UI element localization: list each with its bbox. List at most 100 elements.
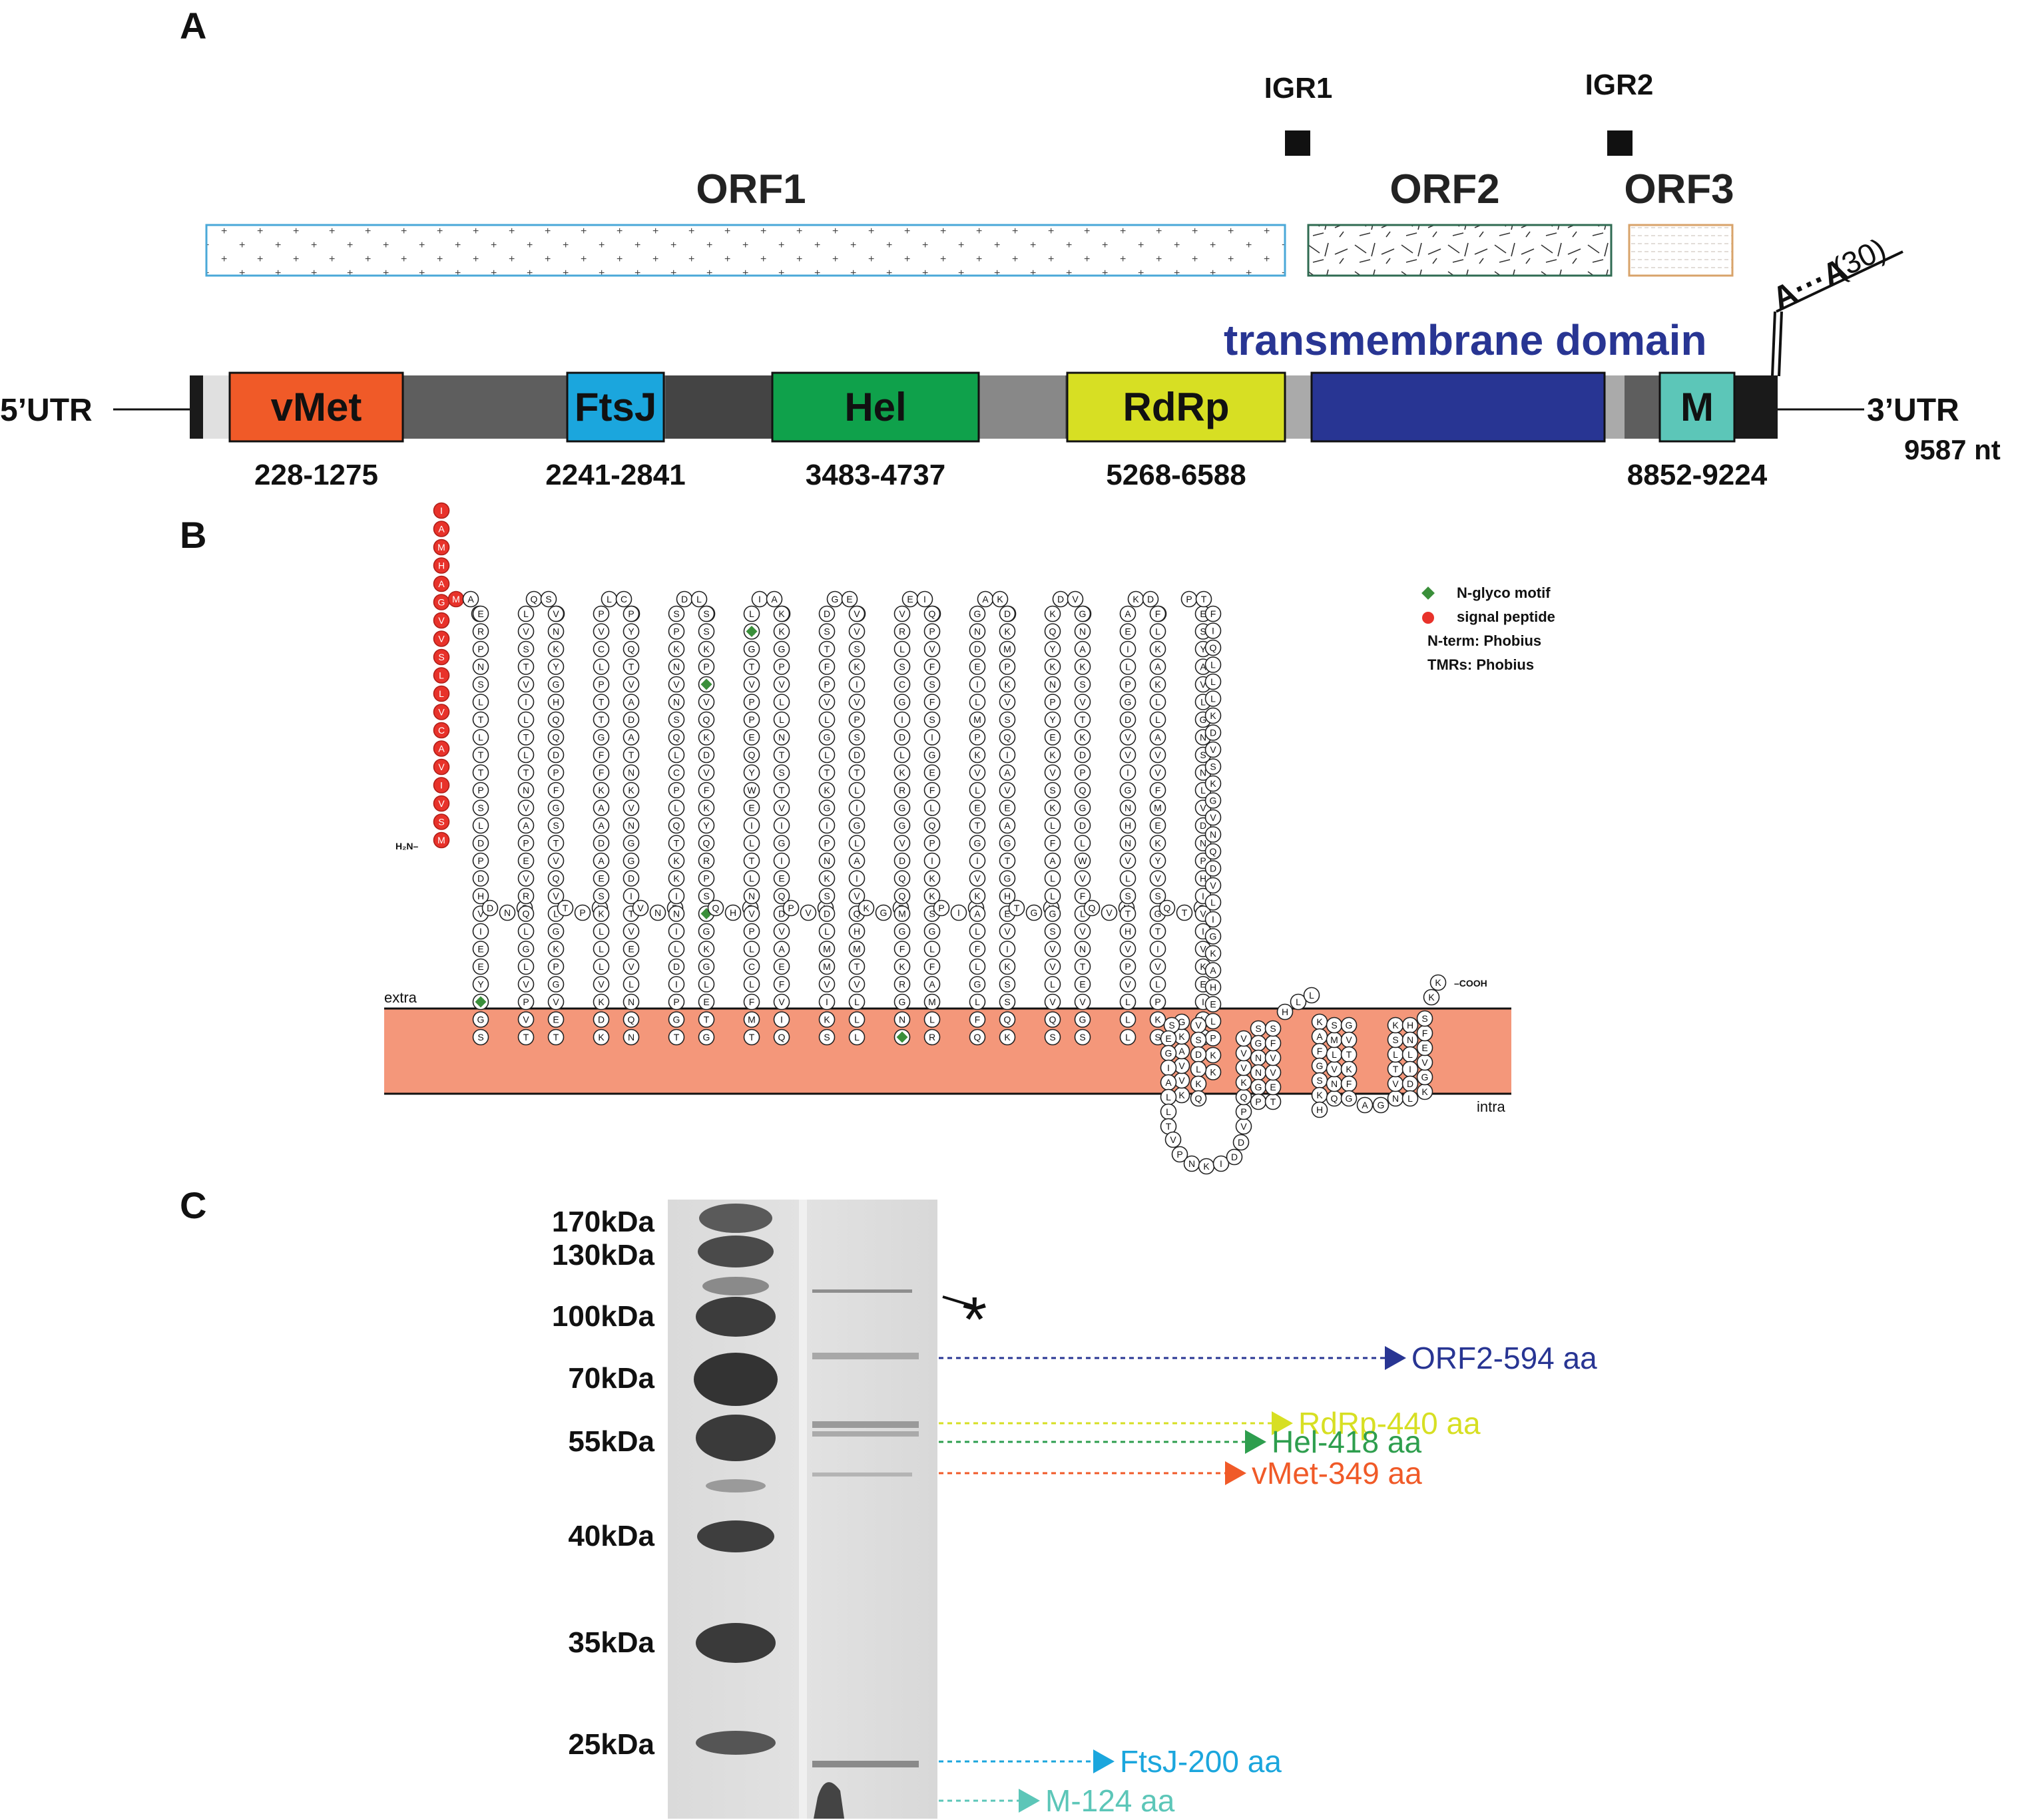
residue: Q xyxy=(698,711,715,728)
residue: S xyxy=(848,729,866,746)
residue: G xyxy=(517,941,535,957)
residue: V xyxy=(1074,993,1091,1011)
residue: R xyxy=(517,887,535,905)
svg-text:H: H xyxy=(1282,1007,1288,1017)
asterisk: * xyxy=(962,1284,987,1355)
svg-text:K: K xyxy=(673,855,680,866)
svg-text:V: V xyxy=(1200,803,1206,813)
svg-text:Q: Q xyxy=(1210,642,1217,653)
svg-text:L: L xyxy=(1155,626,1160,637)
residue: G xyxy=(1074,605,1091,622)
gel-image xyxy=(668,1200,937,1819)
residue: L xyxy=(969,923,986,940)
residue: N xyxy=(1401,1031,1419,1048)
svg-text:S: S xyxy=(438,652,444,662)
residue: A xyxy=(766,590,783,608)
residue: A xyxy=(999,764,1016,781)
svg-text:D: D xyxy=(1407,1078,1413,1089)
residue: A xyxy=(462,590,479,608)
residue: Y xyxy=(472,976,489,993)
residue: V xyxy=(848,976,866,993)
svg-text:V: V xyxy=(778,997,785,1007)
residue: K xyxy=(923,870,941,887)
residue: K xyxy=(1149,1011,1166,1028)
residue: L xyxy=(1204,673,1222,690)
residue: L xyxy=(1044,976,1061,993)
n-glyco-diamond-icon xyxy=(700,678,712,690)
svg-text:D: D xyxy=(778,909,785,919)
residue: T xyxy=(593,694,610,710)
residue: L xyxy=(1204,1013,1222,1030)
svg-text:D: D xyxy=(1147,594,1154,604)
svg-text:K: K xyxy=(1240,1077,1247,1088)
band-label: ORF2-594 aa xyxy=(1411,1341,1597,1375)
residue: L xyxy=(743,941,760,957)
svg-text:F: F xyxy=(1050,838,1056,849)
residue: P xyxy=(698,870,715,887)
residue: S xyxy=(1044,782,1061,799)
residue: K xyxy=(1423,989,1440,1006)
marker-label: 40kDa xyxy=(568,1520,654,1552)
svg-text:N: N xyxy=(523,785,529,796)
svg-text:L: L xyxy=(929,944,935,955)
svg-text:L: L xyxy=(1210,676,1216,687)
svg-text:L: L xyxy=(1050,891,1055,901)
svg-text:L: L xyxy=(1050,873,1055,884)
residue: E xyxy=(901,590,919,608)
residue: A xyxy=(969,905,986,922)
residue: K xyxy=(698,941,715,957)
svg-text:L: L xyxy=(1125,997,1131,1007)
svg-text:L: L xyxy=(854,785,860,796)
residue: V xyxy=(1416,1054,1433,1071)
svg-text:S: S xyxy=(1049,785,1055,796)
svg-text:P: P xyxy=(673,626,679,637)
residue: T xyxy=(547,835,565,851)
residue: L xyxy=(1119,1028,1136,1046)
residue: K xyxy=(1198,1158,1215,1175)
svg-text:V: V xyxy=(438,798,445,809)
residue: K xyxy=(991,590,1009,608)
residue: K xyxy=(848,658,866,675)
svg-text:V: V xyxy=(1125,855,1131,866)
residue: Q xyxy=(668,729,685,746)
residue: Q xyxy=(893,887,911,905)
residue: R xyxy=(893,976,911,993)
svg-text:L: L xyxy=(749,944,754,955)
svg-text:E: E xyxy=(974,803,980,813)
svg-text:V: V xyxy=(1079,873,1086,884)
svg-text:V: V xyxy=(1049,961,1056,972)
residue: L xyxy=(668,941,685,957)
svg-text:H: H xyxy=(1210,982,1216,993)
svg-text:L: L xyxy=(779,714,784,725)
residue: V xyxy=(1119,941,1136,957)
svg-text:F: F xyxy=(704,785,710,796)
svg-text:H: H xyxy=(553,697,559,708)
residue: C xyxy=(743,958,760,975)
svg-text:T: T xyxy=(553,1032,559,1042)
residue: C xyxy=(593,640,610,658)
svg-text:N: N xyxy=(628,820,634,831)
residue: T xyxy=(517,658,535,675)
svg-text:V: V xyxy=(703,768,710,778)
svg-text:G: G xyxy=(1154,909,1162,919)
svg-text:A: A xyxy=(982,594,989,604)
svg-text:L: L xyxy=(749,979,754,990)
residue: A xyxy=(1160,1074,1177,1091)
svg-text:A: A xyxy=(771,594,778,604)
svg-text:V: V xyxy=(1240,1048,1247,1058)
residue: L xyxy=(472,694,489,710)
svg-text:E: E xyxy=(929,768,935,778)
svg-text:N: N xyxy=(1188,1158,1195,1169)
residue: V xyxy=(773,799,790,816)
residue: M xyxy=(1149,799,1166,816)
svg-text:V: V xyxy=(854,891,860,901)
svg-text:L: L xyxy=(824,926,830,937)
residue: G xyxy=(698,1028,715,1046)
svg-text:I: I xyxy=(780,1015,783,1025)
residue: G xyxy=(1416,1068,1433,1086)
svg-text:K: K xyxy=(553,644,559,654)
svg-text:M: M xyxy=(1330,1034,1338,1045)
svg-text:I: I xyxy=(525,697,527,708)
residue: L xyxy=(818,711,836,728)
